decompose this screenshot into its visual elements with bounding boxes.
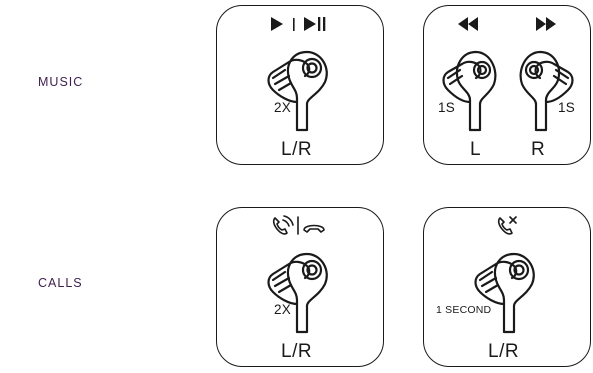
row-label-music: MUSIC: [38, 75, 83, 89]
card-calls-reject: 1 SECOND L/R: [423, 207, 591, 367]
card-music-play-pause: 2X L/R: [216, 5, 384, 165]
card-calls-answer-end: 2X L/R: [216, 207, 384, 367]
side-label-left: L: [470, 139, 481, 161]
earbud-hand-right-icon: [424, 6, 591, 165]
card-music-track: 1S 1S L R: [423, 5, 591, 165]
side-label: L/R: [281, 139, 312, 161]
side-label: L/R: [488, 341, 519, 363]
side-label-right: R: [531, 139, 545, 161]
side-label: L/R: [281, 341, 312, 363]
press-duration-right-label: 1S: [558, 100, 575, 115]
row-label-calls: CALLS: [38, 276, 83, 290]
press-duration-left-label: 1S: [438, 100, 455, 115]
press-count-label: 2X: [274, 302, 291, 317]
press-count-label: 2X: [274, 100, 291, 115]
press-duration-label: 1 SECOND: [436, 304, 491, 316]
